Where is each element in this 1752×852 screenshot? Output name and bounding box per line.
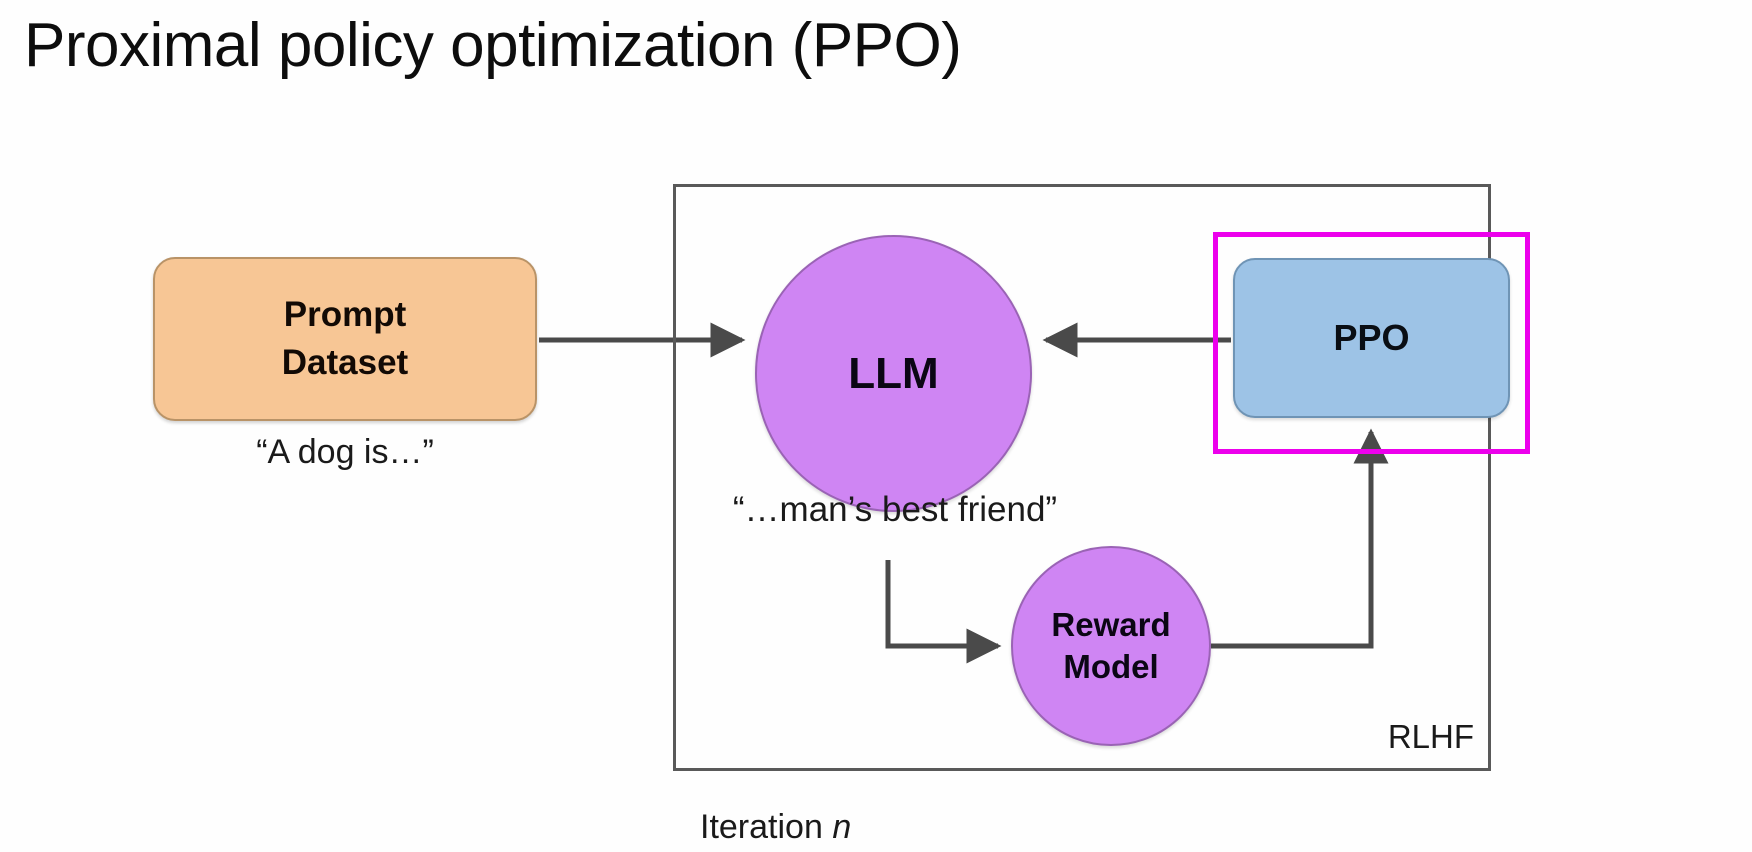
ppo-highlight-frame <box>1213 232 1530 454</box>
node-llm-label: LLM <box>848 348 939 398</box>
llm-output-caption: “…man’s best friend” <box>732 490 1058 529</box>
iteration-prefix: Iteration <box>700 808 833 846</box>
node-reward-model[interactable]: Reward Model <box>1011 546 1211 746</box>
iteration-label: Iteration n <box>700 805 851 849</box>
node-reward-model-line1: Reward <box>1051 606 1171 643</box>
prompt-dataset-caption: “A dog is…” <box>256 433 434 471</box>
node-prompt-dataset-line1: Prompt <box>283 295 407 334</box>
node-ppo[interactable]: PPO <box>1233 258 1510 418</box>
rlhf-container: RLHF <box>673 184 1491 771</box>
node-prompt-dataset[interactable]: Prompt Dataset <box>153 257 537 421</box>
node-llm[interactable]: LLM <box>755 235 1032 512</box>
node-reward-model-line2: Model <box>1063 648 1159 685</box>
page-title: Proximal policy optimization (PPO) <box>24 11 962 80</box>
iteration-variable: n <box>832 808 852 846</box>
rlhf-label: RLHF <box>1387 718 1474 755</box>
node-prompt-dataset-line2: Dataset <box>281 343 409 382</box>
node-ppo-label: PPO <box>1333 317 1410 358</box>
